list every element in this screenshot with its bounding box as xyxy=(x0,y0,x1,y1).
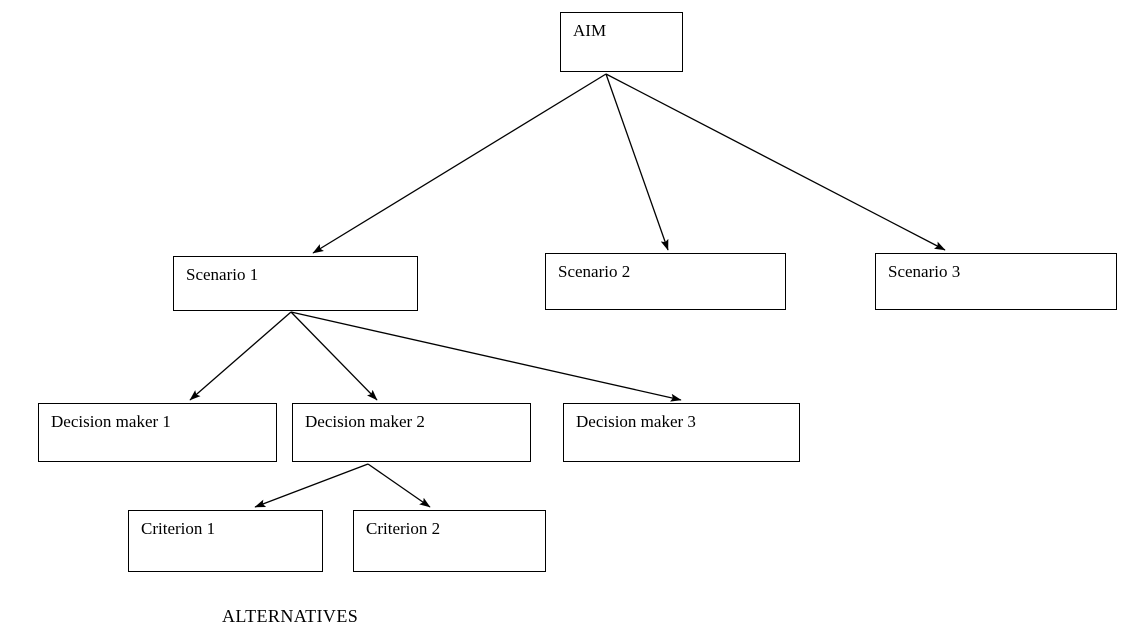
node-scenario-3[interactable]: Scenario 3 xyxy=(875,253,1117,310)
node-scenario-2[interactable]: Scenario 2 xyxy=(545,253,786,310)
edge-scenario1-to-dm1 xyxy=(189,311,292,401)
node-aim[interactable]: AIM xyxy=(560,12,683,72)
edge-aim-to-scenario3 xyxy=(605,73,946,251)
node-criterion-2[interactable]: Criterion 2 xyxy=(353,510,546,572)
node-decision-maker-1-label: Decision maker 1 xyxy=(51,412,171,431)
node-scenario-1[interactable]: Scenario 1 xyxy=(173,256,418,311)
edge-scenario1-to-dm3 xyxy=(290,311,682,402)
node-criterion-1[interactable]: Criterion 1 xyxy=(128,510,323,572)
node-decision-maker-2[interactable]: Decision maker 2 xyxy=(292,403,531,462)
edge-scenario1-to-dm2 xyxy=(290,311,378,401)
node-decision-maker-3-label: Decision maker 3 xyxy=(576,412,696,431)
edge-aim-to-scenario1 xyxy=(312,73,607,254)
node-decision-maker-3[interactable]: Decision maker 3 xyxy=(563,403,800,462)
edge-dm2-to-criterion2 xyxy=(367,463,431,508)
node-criterion-1-label: Criterion 1 xyxy=(141,519,216,538)
node-aim-label: AIM xyxy=(573,21,607,40)
node-decision-maker-2-label: Decision maker 2 xyxy=(305,412,425,431)
edge-aim-to-scenario2 xyxy=(605,73,669,251)
node-scenario-3-label: Scenario 3 xyxy=(888,262,961,281)
node-decision-maker-1[interactable]: Decision maker 1 xyxy=(38,403,277,462)
node-scenario-2-label: Scenario 2 xyxy=(558,262,631,281)
alternatives-label: ALTERNATIVES xyxy=(222,606,359,626)
node-scenario-1-label: Scenario 1 xyxy=(186,265,259,284)
edge-dm2-to-criterion1 xyxy=(254,463,369,508)
node-criterion-2-label: Criterion 2 xyxy=(366,519,441,538)
